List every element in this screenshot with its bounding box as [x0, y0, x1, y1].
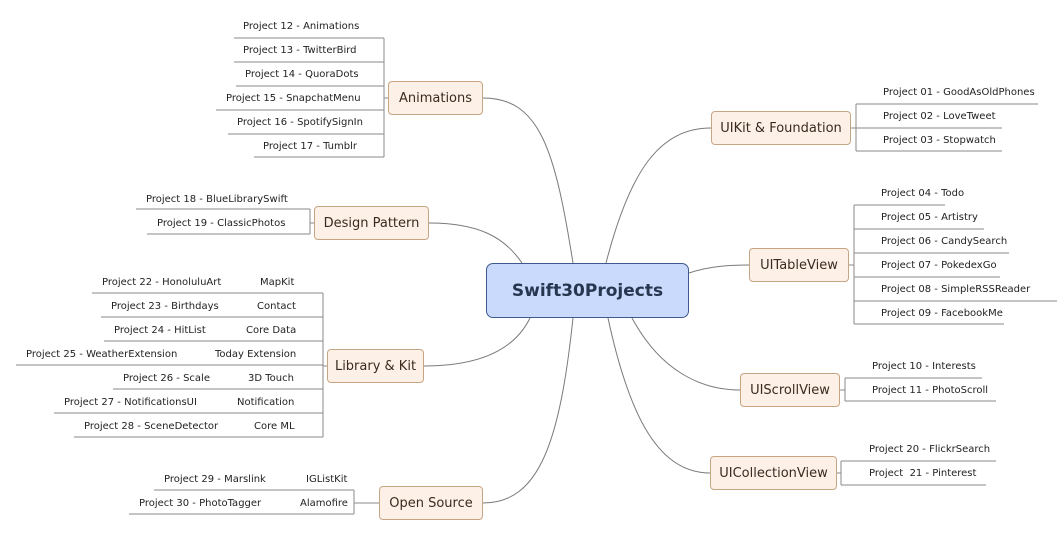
branch-uicollectionview-label: UICollectionView: [719, 465, 828, 481]
leaf-project[interactable]: Project 15 - SnapchatMenu: [226, 93, 361, 104]
leaf-project[interactable]: Project 07 - PokedexGo: [881, 260, 997, 271]
leaf-project[interactable]: Project 11 - PhotoScroll: [872, 385, 989, 396]
leaf-lines-uiscrollview: [840, 377, 996, 402]
connector-animations: [482, 97, 574, 264]
connector-library-kit: [423, 317, 531, 367]
connector-uitableview: [688, 264, 750, 274]
connector-uiscrollview: [631, 317, 741, 391]
branch-uicollectionview[interactable]: UICollectionView: [710, 456, 837, 490]
branch-animations-label: Animations: [398, 90, 473, 106]
leaf-lines-design-pattern: [136, 208, 314, 235]
branch-uiscrollview-label: UIScrollView: [750, 382, 830, 398]
leaf-framework: Notification: [237, 397, 295, 408]
leaf-project[interactable]: Project 30 - PhotoTagger: [139, 498, 262, 509]
leaf-project[interactable]: Project 28 - SceneDetector: [84, 421, 219, 432]
connector-uicollectionview: [607, 317, 711, 474]
branch-library-kit[interactable]: Library & Kit: [327, 349, 424, 383]
leaf-lines-uicollectionview: [837, 460, 996, 486]
branch-design-pattern[interactable]: Design Pattern: [314, 206, 429, 240]
leaf-project[interactable]: Project 27 - NotificationsUI: [64, 397, 197, 408]
leaf-framework: IGListKit: [306, 474, 348, 485]
branch-library-kit-label: Library & Kit: [334, 358, 417, 374]
leaf-project[interactable]: Project 09 - FacebookMe: [881, 308, 1003, 319]
leaf-project[interactable]: Project 21 - Pinterest: [869, 468, 977, 479]
leaf-framework: Today Extension: [215, 349, 297, 360]
leaf-framework: 3D Touch: [248, 373, 294, 384]
leaf-project[interactable]: Project 29 - Marslink: [164, 474, 266, 485]
branch-uikit[interactable]: UIKit & Foundation: [711, 111, 851, 145]
leaf-project[interactable]: Project 25 - WeatherExtension: [26, 349, 178, 360]
leaf-project[interactable]: Project 04 - Todo: [881, 188, 965, 199]
leaf-project[interactable]: Project 22 - HonoluluArt: [102, 277, 222, 288]
leaf-project[interactable]: Project 26 - Scale: [123, 373, 210, 384]
leaf-framework: Core Data: [246, 325, 297, 336]
leaf-project[interactable]: Project 03 - Stopwatch: [883, 135, 996, 146]
leaf-project[interactable]: Project 18 - BlueLibrarySwift: [146, 194, 288, 205]
leaf-project[interactable]: Project 05 - Artistry: [881, 212, 978, 223]
leaf-project[interactable]: Project 01 - GoodAsOldPhones: [883, 87, 1035, 98]
leaf-project[interactable]: Project 02 - LoveTweet: [883, 111, 996, 122]
leaf-project[interactable]: Project 14 - QuoraDots: [245, 69, 359, 80]
connector-uikit: [605, 127, 712, 264]
leaf-project[interactable]: Project 16 - SpotifySignIn: [237, 117, 363, 128]
leaf-lines-uikit: [851, 103, 1038, 152]
branch-design-pattern-label: Design Pattern: [323, 215, 420, 231]
leaf-project[interactable]: Project 19 - ClassicPhotos: [157, 218, 286, 229]
connector-open-source: [482, 317, 574, 504]
leaf-framework: Core ML: [254, 421, 295, 432]
connector-design-pattern: [428, 222, 523, 264]
leaf-framework: Alamofire: [300, 498, 348, 509]
central-node-label: Swift30Projects: [511, 280, 664, 301]
leaf-project[interactable]: Project 12 - Animations: [243, 21, 360, 32]
leaf-lines-animations: [216, 37, 388, 158]
leaf-framework: MapKit: [260, 277, 295, 288]
branch-uitableview[interactable]: UITableView: [749, 248, 849, 282]
branch-uitableview-label: UITableView: [760, 257, 838, 273]
branch-animations[interactable]: Animations: [388, 81, 483, 115]
leaf-project[interactable]: Project 24 - HitList: [114, 325, 206, 336]
leaf-project[interactable]: Project 06 - CandySearch: [881, 236, 1008, 247]
branch-uikit-label: UIKit & Foundation: [720, 120, 842, 136]
leaf-lines-open-source: [129, 489, 379, 515]
leaf-lines-uitableview: [849, 204, 1057, 325]
leaf-lines-library-kit: [16, 292, 327, 438]
branch-uiscrollview[interactable]: UIScrollView: [740, 373, 840, 407]
leaf-project[interactable]: Project 17 - Tumblr: [263, 141, 357, 152]
central-node[interactable]: Swift30Projects: [486, 263, 689, 318]
branch-open-source-label: Open Source: [389, 495, 473, 511]
branch-open-source[interactable]: Open Source: [379, 486, 483, 520]
leaf-project[interactable]: Project 08 - SimpleRSSReader: [881, 284, 1031, 295]
leaf-framework: Contact: [257, 301, 296, 312]
leaf-project[interactable]: Project 13 - TwitterBird: [243, 45, 357, 56]
leaf-project[interactable]: Project 20 - FlickrSearch: [869, 444, 991, 455]
leaf-project[interactable]: Project 10 - Interests: [872, 361, 976, 372]
leaf-project[interactable]: Project 23 - Birthdays: [111, 301, 219, 312]
